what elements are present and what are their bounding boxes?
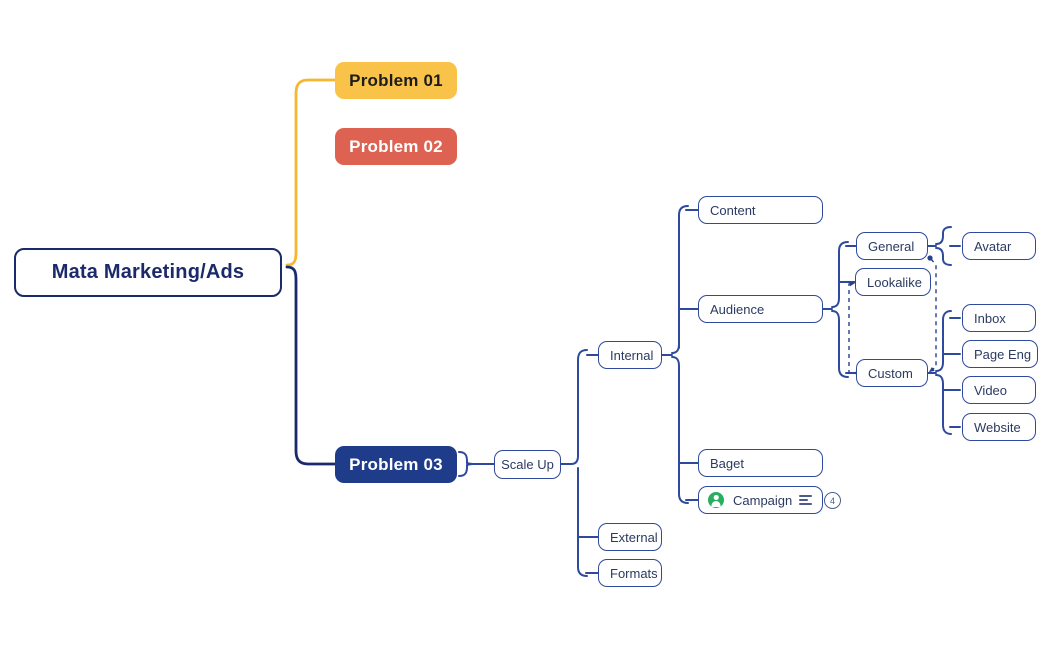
inbox-node[interactable]: Inbox xyxy=(962,304,1036,332)
edge-problem03-scaleup xyxy=(458,451,474,477)
scale-up-label: Scale Up xyxy=(501,457,554,472)
website-node[interactable]: Website xyxy=(962,413,1036,441)
content-node[interactable]: Content xyxy=(698,196,823,224)
custom-node[interactable]: Custom xyxy=(856,359,928,387)
general-label: General xyxy=(868,238,915,254)
edge-root-problem01 xyxy=(285,78,337,267)
edge-internal-children-bracket xyxy=(671,205,689,504)
page-eng-node[interactable]: Page Eng xyxy=(962,340,1038,368)
scale-up-node[interactable]: Scale Up xyxy=(494,450,561,479)
audience-label: Audience xyxy=(710,301,765,317)
branch-formats-label: Formats xyxy=(610,565,658,581)
avatar-icon xyxy=(708,492,724,508)
baget-node[interactable]: Baget xyxy=(698,449,823,477)
lookalike-node[interactable]: Lookalike xyxy=(855,268,931,296)
edge-scaleup-branches-lower xyxy=(577,467,588,577)
avatar-node[interactable]: Avatar xyxy=(962,232,1036,260)
dashed-edge-custom-lookalike xyxy=(848,281,858,374)
custom-label: Custom xyxy=(868,365,913,381)
edge-audience-children-bracket xyxy=(831,241,849,378)
problem-03-label: Problem 03 xyxy=(349,454,443,474)
baget-label: Baget xyxy=(710,455,744,471)
branch-internal-node[interactable]: Internal xyxy=(598,341,662,369)
video-node[interactable]: Video xyxy=(962,376,1036,404)
content-label: Content xyxy=(710,202,756,218)
root-node[interactable]: Mata Marketing/Ads xyxy=(14,248,282,297)
edge-root-problem03 xyxy=(285,265,337,466)
branch-formats-node[interactable]: Formats xyxy=(598,559,662,587)
campaign-count-value: 4 xyxy=(829,495,835,506)
edge-custom-children-bracket xyxy=(935,310,952,435)
lookalike-label: Lookalike xyxy=(867,274,922,290)
problem-02-node[interactable]: Problem 02 xyxy=(335,128,457,165)
problem-01-label: Problem 01 xyxy=(349,70,443,90)
page-eng-label: Page Eng xyxy=(974,346,1032,362)
edge-general-avatar-bracket xyxy=(935,226,952,266)
campaign-node[interactable]: Campaign xyxy=(698,486,823,514)
avatar-node-label: Avatar xyxy=(974,238,1012,254)
website-label: Website xyxy=(974,419,1021,435)
root-node-label: Mata Marketing/Ads xyxy=(51,261,245,283)
problem-02-label: Problem 02 xyxy=(349,136,443,156)
campaign-label: Campaign xyxy=(733,492,793,508)
problem-01-node[interactable]: Problem 01 xyxy=(335,62,457,99)
branch-external-label: External xyxy=(610,529,658,545)
inbox-label: Inbox xyxy=(974,310,1006,326)
edge-scaleup-branches xyxy=(560,349,588,465)
branch-internal-label: Internal xyxy=(610,347,654,363)
branch-external-node[interactable]: External xyxy=(598,523,662,551)
dashed-edge-origin-dot xyxy=(927,255,933,261)
video-label: Video xyxy=(974,382,1008,398)
campaign-count-badge: 4 xyxy=(824,492,841,509)
problem-03-node[interactable]: Problem 03 xyxy=(335,446,457,483)
audience-node[interactable]: Audience xyxy=(698,295,823,323)
general-node[interactable]: General xyxy=(856,232,928,260)
notes-list-icon[interactable] xyxy=(799,494,812,506)
